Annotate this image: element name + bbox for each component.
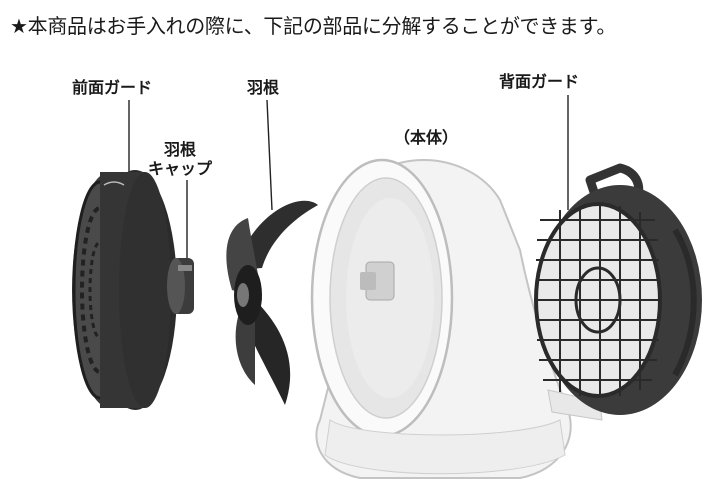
body-part bbox=[310, 158, 603, 479]
headline: ★本商品はお手入れの際に、下記の部品に分解することができます。 bbox=[10, 14, 617, 38]
leader-blade bbox=[266, 99, 273, 211]
back-guard-part bbox=[534, 163, 702, 415]
label-blade: 羽根 bbox=[247, 78, 280, 97]
label-back-guard: 背面ガード bbox=[499, 72, 580, 91]
label-body: （本体） bbox=[394, 128, 459, 147]
front-guard-part bbox=[72, 170, 177, 410]
label-blade-cap-line1: 羽根 bbox=[164, 140, 197, 159]
label-blade-cap-line2: キャップ bbox=[148, 159, 213, 178]
label-front-guard: 前面ガード bbox=[72, 78, 153, 97]
blade-part bbox=[226, 200, 318, 405]
label-blade-cap: 羽根 キャップ bbox=[148, 140, 212, 178]
blade-cap-part bbox=[167, 258, 194, 314]
